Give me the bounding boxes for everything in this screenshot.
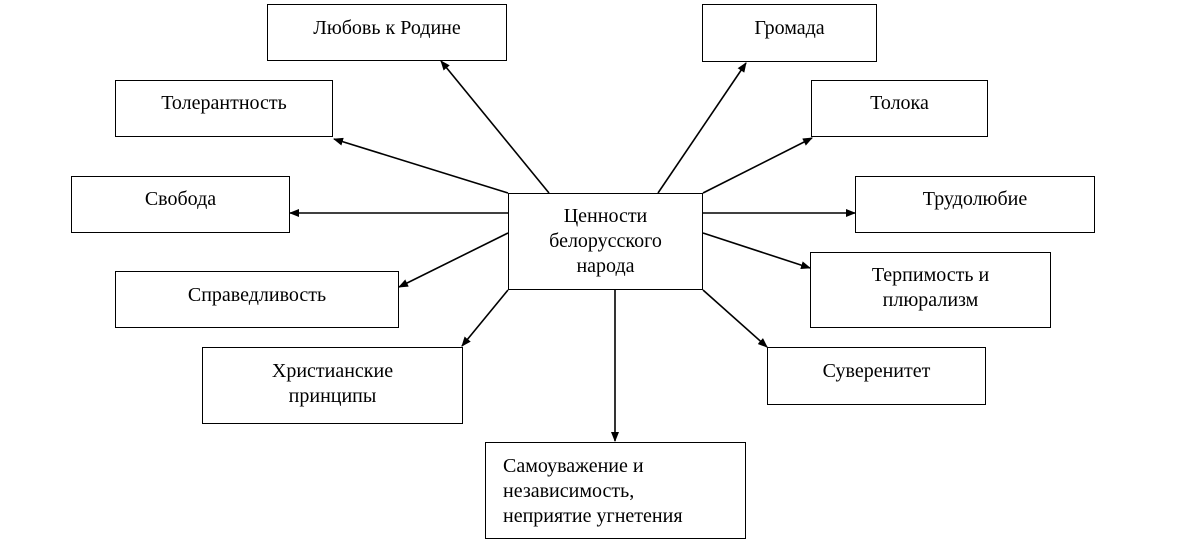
node-sovereignty-label: Суверенитет [822,360,931,382]
node-justice-label: Справедливость [187,284,327,306]
node-hromada-label: Громада [754,17,825,39]
node-diligence-label: Трудолюбие [922,188,1028,210]
center-node: Ценности белорусского народа [508,193,703,290]
node-self-respect: Самоуважение и независимость, неприятие … [485,442,746,539]
arrow-to-justice [398,232,509,288]
node-patience-pluralism-label: Терпимость и плюрализм [871,264,990,311]
node-toloka: Толока [811,80,988,137]
node-christian-principles-label: Христианские принципы [271,360,394,407]
arrow-to-hromada [657,62,747,194]
node-freedom: Свобода [71,176,290,233]
node-hromada: Громада [702,4,877,62]
node-love-homeland: Любовь к Родине [267,4,507,61]
node-freedom-label: Свобода [144,188,217,210]
node-diligence: Трудолюбие [855,176,1095,233]
arrow-to-tolerance [333,137,509,194]
node-justice: Справедливость [115,271,399,328]
node-patience-pluralism: Терпимость и плюрализм [810,252,1051,328]
center-node-label: Ценности белорусского народа [549,205,662,277]
arrow-to-patience-pluralism [702,232,811,270]
arrow-to-sovereignty [702,289,768,348]
arrow-to-love-homeland [440,60,550,194]
arrow-to-christian-principles [461,289,509,347]
node-self-respect-label: Самоуважение и независимость, неприятие … [503,455,683,527]
node-christian-principles: Христианские принципы [202,347,463,424]
arrow-to-toloka [702,137,813,194]
node-love-homeland-label: Любовь к Родине [313,17,461,39]
node-tolerance-label: Толерантность [161,92,287,114]
node-tolerance: Толерантность [115,80,333,137]
node-toloka-label: Толока [870,92,929,114]
node-sovereignty: Суверенитет [767,347,986,405]
